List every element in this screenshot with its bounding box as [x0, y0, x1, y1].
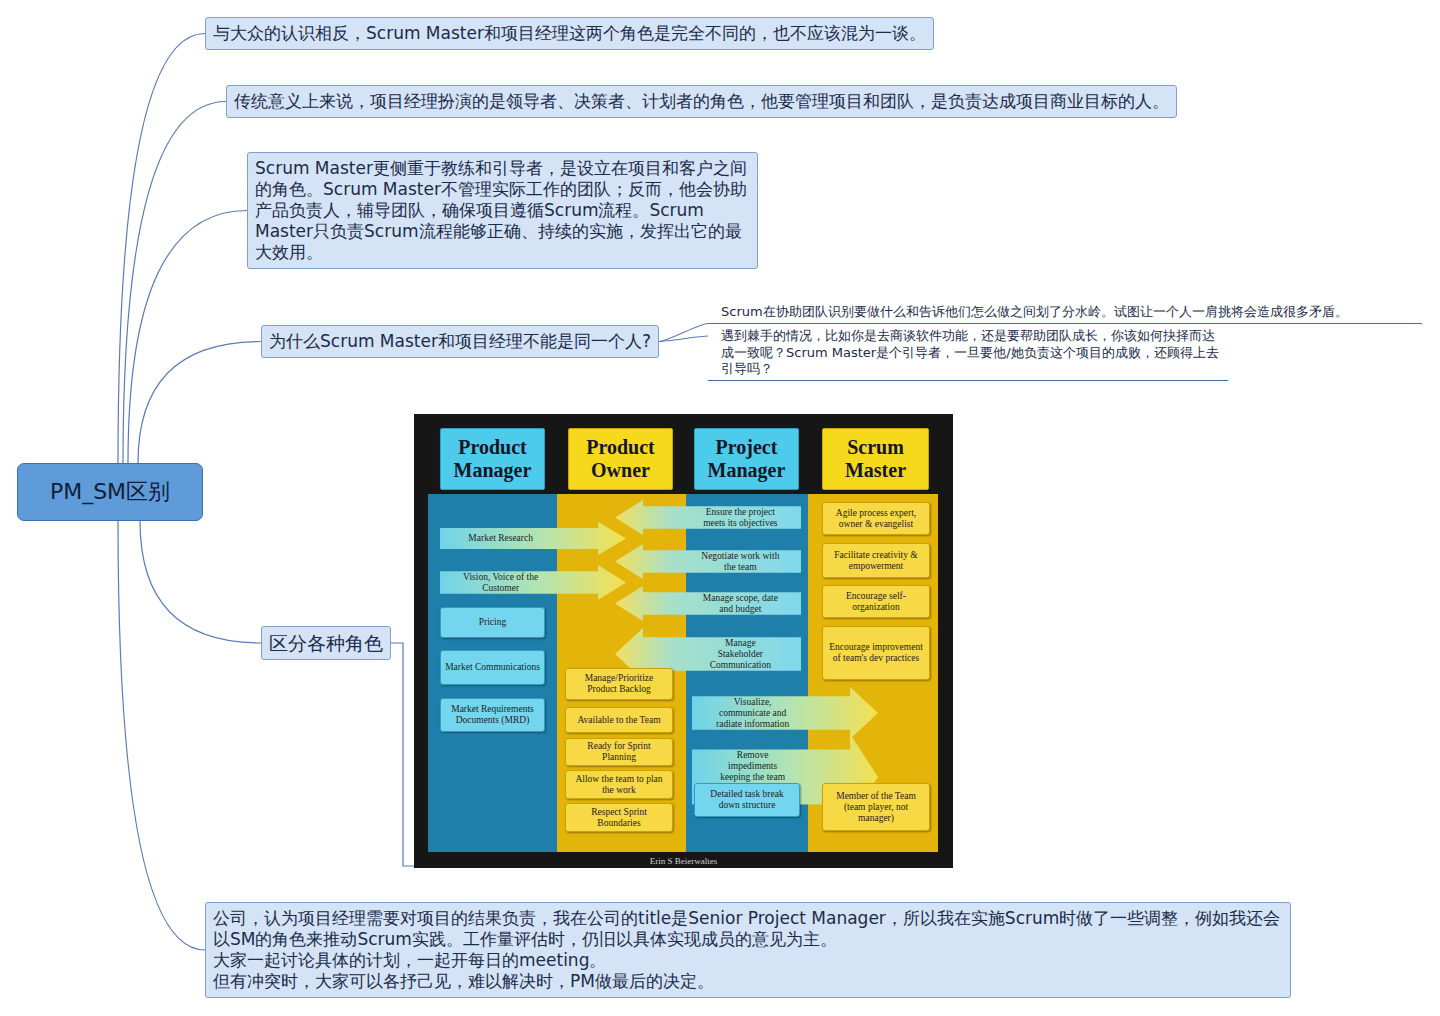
branch-connector	[118, 34, 205, 464]
branch-connector	[659, 324, 708, 342]
topic-box: 与大众的认识相反，Scrum Master和项目经理这两个角色是完全不同的，也不…	[205, 17, 934, 50]
role-arrow: Ensure the project meets its objectives	[615, 500, 801, 535]
item-text: Respect Sprint Boundaries	[570, 807, 668, 829]
arrow-outline	[615, 586, 801, 621]
sub-topic: Scrum在协助团队识别要做什么和告诉他们怎么做之间划了分水岭。试图让一个人一肩…	[708, 304, 1422, 324]
branch-connector	[128, 211, 247, 464]
column-header: Scrum Master	[822, 428, 929, 490]
header-text: Product Manager	[443, 436, 542, 482]
role-item: Encourage improvement of team's dev prac…	[822, 626, 930, 680]
role-item: Market Communications	[440, 650, 545, 685]
topic-box: Scrum Master更侧重于教练和引导者，是设立在项目和客户之间的角色。Sc…	[247, 152, 758, 269]
branch-connector	[659, 336, 708, 342]
root-text: PM_SM区别	[50, 477, 170, 507]
item-text: Market Communications	[445, 662, 540, 673]
role-arrow: Manage scope, date and budget	[615, 586, 801, 621]
topic-text: 区分各种角色	[269, 632, 383, 654]
item-text: Allow the team to plan the work	[570, 774, 668, 796]
role-item: Agile process expert, owner & evangelist	[822, 502, 930, 535]
topic-box: 传统意义上来说，项目经理扮演的是领导者、决策者、计划者的角色，他要管理项目和团队…	[226, 85, 1177, 118]
column-header: Project Manager	[694, 428, 799, 490]
topic-text: 公司，认为项目经理需要对项目的结果负责，我在公司的title是Senior Pr…	[213, 908, 1283, 950]
topic-text: 与大众的认识相反，Scrum Master和项目经理这两个角色是完全不同的，也不…	[213, 23, 926, 44]
topic-box: 公司，认为项目经理需要对项目的结果负责，我在公司的title是Senior Pr…	[205, 902, 1291, 998]
role-item: Allow the team to plan the work	[565, 770, 673, 799]
header-text: Scrum Master	[825, 436, 926, 482]
branch-connector	[138, 342, 261, 464]
topic-box: 为什么Scrum Master和项目经理不能是同一个人?	[261, 325, 659, 358]
branch-connector	[123, 102, 226, 464]
topic-text: 但有冲突时，大家可以各抒己见，难以解决时，PM做最后的决定。	[213, 971, 1283, 992]
role-item: Available to the Team	[565, 707, 673, 733]
arrow-shape	[440, 565, 626, 600]
item-text: Agile process expert, owner & evangelist	[827, 508, 925, 530]
role-item: Market Requirements Documents (MRD)	[440, 698, 545, 732]
item-text: Pricing	[479, 617, 506, 628]
arrow-outline	[440, 565, 626, 600]
role-arrow: Visualize, communicate and radiate infor…	[692, 687, 878, 739]
sub-topic-text: 遇到棘手的情况，比如你是去商谈软件功能，还是要帮助团队成长，你该如何抉择而达成一…	[721, 328, 1224, 378]
column-header: Product Manager	[440, 428, 545, 490]
item-text: Available to the Team	[577, 715, 660, 726]
arrow-shape	[615, 586, 801, 621]
item-text: Ready for Sprint Planning	[570, 741, 668, 763]
role-item: Pricing	[440, 607, 545, 638]
role-item: Manage/Prioritize Product Backlog	[565, 668, 673, 700]
role-column	[686, 494, 808, 852]
image-ground	[414, 414, 953, 868]
topic-text: 大家一起讨论具体的计划，一起开每日的meeting。	[213, 950, 1283, 971]
topic-text: Scrum Master更侧重于教练和引导者，是设立在项目和客户之间的角色。Sc…	[255, 158, 750, 263]
item-text: Facilitate creativity & empowerment	[827, 550, 925, 572]
item-text: Member of the Team (team player, not man…	[827, 791, 925, 824]
sub-topic-text: Scrum在协助团队识别要做什么和告诉他们怎么做之间划了分水岭。试图让一个人一肩…	[721, 304, 1418, 321]
column-header: Product Owner	[568, 428, 673, 490]
arrow-outline	[692, 687, 878, 739]
item-text: Manage Stakeholder Communication	[701, 638, 779, 671]
branch-connector	[118, 521, 205, 950]
arrow-shape	[440, 522, 626, 555]
item-text: Market Research	[468, 533, 533, 544]
item-text: Ensure the project meets its objectives	[701, 507, 779, 529]
role-arrow: Negotiate work with the team	[615, 544, 801, 579]
item-text: Manage scope, date and budget	[701, 593, 779, 615]
topic-text: 为什么Scrum Master和项目经理不能是同一个人?	[269, 331, 651, 352]
topic-text: 传统意义上来说，项目经理扮演的是领导者、决策者、计划者的角色，他要管理项目和团队…	[234, 91, 1169, 112]
role-arrow: Market Research	[440, 522, 626, 555]
item-text: Manage/Prioritize Product Backlog	[570, 673, 668, 695]
item-text: Vision, Voice of the Customer	[462, 572, 540, 594]
topic-box: 区分各种角色	[261, 626, 391, 660]
item-text: Detailed task break down structure	[699, 789, 795, 811]
role-column	[808, 494, 938, 852]
role-item: Ready for Sprint Planning	[565, 738, 673, 766]
item-text: Negotiate work with the team	[701, 551, 779, 573]
role-arrow: Vision, Voice of the Customer	[440, 565, 626, 600]
sub-topic: 遇到棘手的情况，比如你是去商谈软件功能，还是要帮助团队成长，你该如何抉择而达成一…	[708, 328, 1228, 381]
root-topic: PM_SM区别	[17, 463, 203, 521]
role-item: Respect Sprint Boundaries	[565, 803, 673, 832]
arrow-shape	[615, 544, 801, 579]
role-item: Detailed task break down structure	[694, 783, 800, 817]
image-caption: Erin S Beierwaltes	[414, 856, 953, 867]
branch-connector	[391, 643, 414, 866]
image-panel: Erin S Beierwaltes Product Manager Product…	[414, 414, 953, 868]
arrow-outline	[615, 544, 801, 579]
role-item: Facilitate creativity & empowerment	[822, 543, 930, 578]
arrow-outline	[615, 500, 801, 535]
branch-connector	[140, 521, 261, 643]
item-text: Encourage self-organization	[827, 591, 925, 613]
role-item: Member of the Team (team player, not man…	[822, 783, 930, 831]
item-text: Visualize, communicate and radiate infor…	[714, 697, 792, 730]
arrow-outline	[440, 522, 626, 555]
role-item: Encourage self-organization	[822, 585, 930, 618]
header-text: Product Owner	[571, 436, 670, 482]
item-text: Encourage improvement of team's dev prac…	[827, 642, 925, 664]
header-text: Project Manager	[697, 436, 796, 482]
item-text: Market Requirements Documents (MRD)	[445, 704, 540, 726]
